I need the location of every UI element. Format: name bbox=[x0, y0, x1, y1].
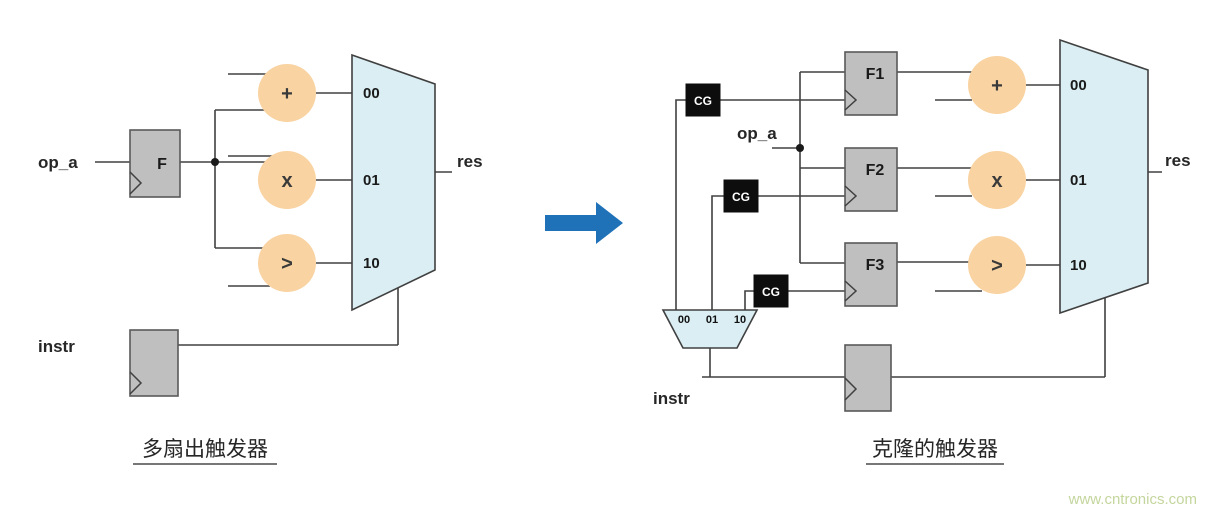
clock-triangle-icon bbox=[129, 171, 143, 195]
left-wires bbox=[95, 73, 452, 346]
decoder-10-label: 10 bbox=[734, 314, 746, 326]
left-diagram: F + x > 00 01 10 op_a res instr 多扇出触发器 bbox=[38, 53, 483, 465]
multiplier-symbol: x bbox=[281, 170, 292, 192]
fanout-junction-dot bbox=[211, 158, 219, 166]
clock-gate-3-box bbox=[753, 274, 789, 308]
output-mux bbox=[351, 53, 436, 312]
flipflop-f1-box bbox=[844, 51, 898, 116]
right-diagram: CG CG CG F1 F2 F3 + x > 00 01 10 00 01 1… bbox=[653, 38, 1191, 465]
flipflop-f-label: F bbox=[157, 156, 167, 173]
clock-triangle-icon bbox=[844, 89, 858, 111]
multiplier-circle bbox=[258, 151, 316, 209]
right-caption: 克隆的触发器 bbox=[872, 437, 998, 461]
flipflop-f3-label: F3 bbox=[866, 257, 885, 274]
clock-triangle-icon bbox=[129, 371, 143, 395]
instr-label: instr bbox=[653, 389, 690, 408]
adder-circle bbox=[258, 64, 316, 122]
adder-circle bbox=[968, 56, 1026, 114]
mux-input-00-label: 00 bbox=[1070, 77, 1087, 94]
clock-gate-2-label: CG bbox=[732, 190, 750, 204]
right-wires bbox=[675, 71, 1162, 378]
op-a-label: op_a bbox=[737, 124, 777, 143]
clock-triangle-icon bbox=[844, 377, 858, 401]
mux-input-00-label: 00 bbox=[363, 85, 380, 102]
comparator-symbol: > bbox=[991, 255, 1003, 277]
watermark-text: www.cntronics.com bbox=[1068, 491, 1197, 508]
decoder-00-label: 00 bbox=[678, 314, 690, 326]
flipflop-f3-box bbox=[844, 242, 898, 307]
adder-symbol: + bbox=[991, 75, 1003, 97]
multiplier-symbol: x bbox=[991, 170, 1002, 192]
decoder-01-label: 01 bbox=[706, 314, 718, 326]
instr-label: instr bbox=[38, 337, 75, 356]
comparator-circle bbox=[258, 234, 316, 292]
left-caption: 多扇出触发器 bbox=[142, 437, 268, 461]
clock-triangle-icon bbox=[844, 280, 858, 302]
flipflop-f2-label: F2 bbox=[866, 162, 885, 179]
fanout-junction-dot bbox=[796, 144, 804, 152]
clock-gate-2-box bbox=[723, 179, 759, 213]
comparator-circle bbox=[968, 236, 1026, 294]
multiplier-circle bbox=[968, 151, 1026, 209]
mux-input-01-label: 01 bbox=[363, 172, 380, 189]
output-mux bbox=[1059, 38, 1149, 315]
res-label: res bbox=[457, 152, 483, 171]
right-arrow-icon bbox=[545, 202, 623, 244]
instr-flipflop-box bbox=[844, 344, 892, 412]
clock-enable-decoder bbox=[661, 309, 759, 349]
clock-gate-1-label: CG bbox=[694, 94, 712, 108]
clock-triangle-icon bbox=[844, 185, 858, 207]
mux-input-01-label: 01 bbox=[1070, 172, 1087, 189]
clock-gate-3-label: CG bbox=[762, 285, 780, 299]
flipflop-f1-label: F1 bbox=[866, 66, 885, 83]
mux-input-10-label: 10 bbox=[363, 255, 380, 272]
adder-symbol: + bbox=[281, 83, 293, 105]
op-a-label: op_a bbox=[38, 153, 78, 172]
flipflop-f2-box bbox=[844, 147, 898, 212]
mux-input-10-label: 10 bbox=[1070, 257, 1087, 274]
clock-gate-1-box bbox=[685, 83, 721, 117]
res-label: res bbox=[1165, 151, 1191, 170]
comparator-symbol: > bbox=[281, 253, 293, 275]
